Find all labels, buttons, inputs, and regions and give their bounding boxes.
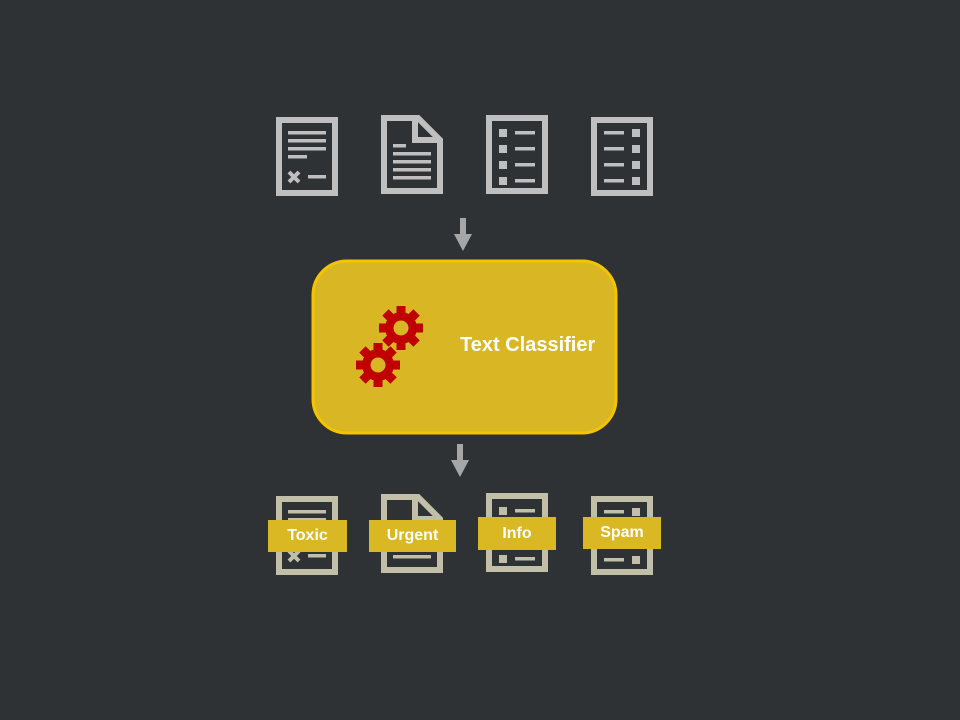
gear-icon (356, 343, 400, 387)
label-toxic: Toxic (268, 520, 347, 552)
document-checklist-icon (594, 120, 650, 193)
arrow-down-icon (454, 218, 472, 251)
classifier-title: Text Classifier (460, 334, 596, 356)
label-info: Info (478, 517, 556, 550)
document-list-icon (489, 118, 545, 191)
gear-icon (379, 306, 423, 350)
document-page-icon (384, 118, 440, 191)
classifier-box (311, 259, 618, 435)
arrow-down-icon (451, 444, 469, 477)
document-form-icon (279, 120, 335, 193)
label-urgent: Urgent (369, 520, 456, 552)
label-spam: Spam (583, 517, 661, 549)
